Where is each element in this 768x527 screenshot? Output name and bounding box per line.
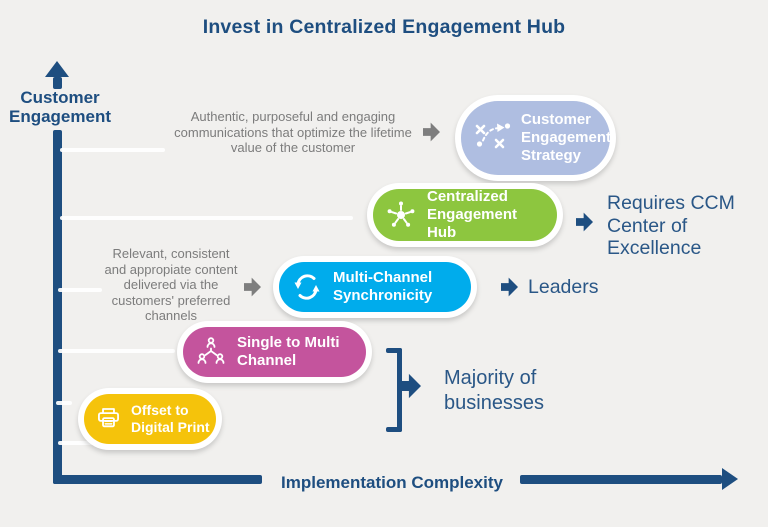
sync-note: Relevant, consistent and appropiate cont… — [104, 246, 238, 323]
axis-tick — [56, 401, 72, 405]
hub-callout: Requires CCM Center of Excellence — [607, 192, 735, 259]
y-axis-line-top — [53, 77, 62, 89]
axis-tick — [60, 148, 165, 152]
bracket — [386, 348, 402, 353]
axis-tick — [60, 216, 353, 220]
sync-icon — [290, 270, 324, 304]
x-axis-label: Implementation Complexity — [281, 473, 503, 492]
axis-tick — [58, 288, 102, 292]
badge-customer-engagement-strategy: Customer Engagement Strategy — [455, 95, 616, 181]
right-arrow-icon — [576, 212, 593, 232]
badge-offset-to-digital-print: Offset to Digital Print — [78, 388, 222, 450]
page-title: Invest in Centralized Engagement Hub — [202, 16, 566, 38]
badge-label: Multi-Channel Synchronicity — [333, 269, 433, 304]
right-arrow-icon — [244, 277, 261, 297]
strategy-icon — [472, 118, 512, 158]
leaders-callout: Leaders — [528, 276, 599, 298]
badge-single-to-multi-channel: Single to Multi Channel — [177, 321, 372, 383]
x-axis-arrowhead-icon — [722, 468, 738, 490]
y-axis-line — [53, 130, 62, 484]
badge-label: Single to Multi Channel — [237, 334, 340, 369]
badge-multi-channel-synchronicity: Multi-Channel Synchronicity — [273, 256, 477, 318]
printer-icon — [93, 404, 124, 435]
y-axis-label: Customer Engagement — [8, 88, 112, 126]
badge-label: Centralized Engagement Hub — [427, 188, 518, 241]
badge-label: Customer Engagement Strategy — [521, 111, 612, 164]
badge-label: Offset to Digital Print — [131, 402, 210, 435]
right-arrow-icon — [399, 373, 421, 399]
right-arrow-icon — [423, 122, 440, 142]
badge-centralized-engagement-hub: Centralized Engagement Hub — [367, 183, 563, 247]
right-arrow-icon — [501, 277, 518, 297]
bracket-callout: Majority of businesses — [444, 367, 545, 414]
x-axis-line-left — [53, 475, 262, 484]
hub-icon — [384, 198, 418, 232]
y-axis-arrowhead-icon — [45, 61, 69, 77]
axis-tick — [58, 349, 175, 353]
strategy-note: Authentic, purposeful and engaging commu… — [174, 109, 412, 155]
people-network-icon — [194, 335, 228, 369]
x-axis-line-right — [520, 475, 722, 484]
bracket — [386, 427, 402, 432]
